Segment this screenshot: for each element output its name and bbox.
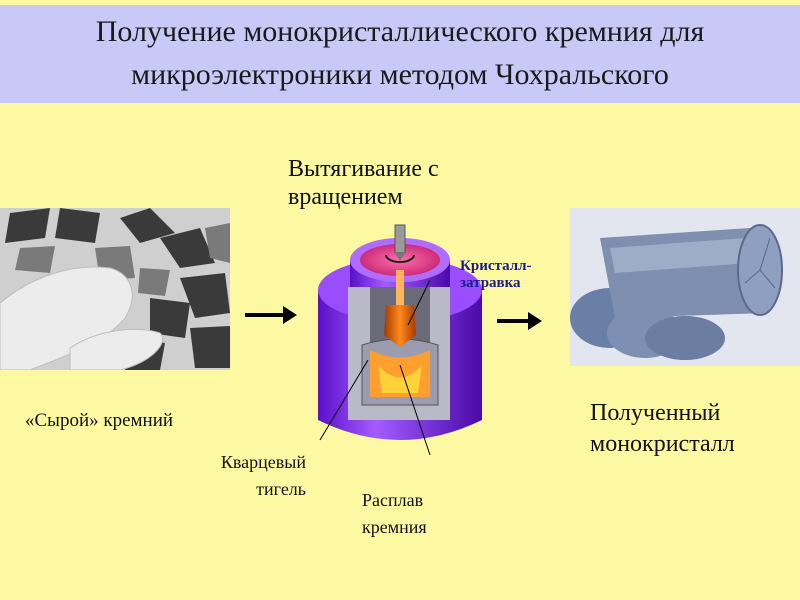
title-band	[0, 5, 800, 103]
czochralski-furnace-diagram	[318, 224, 482, 455]
slide-title: Получение монокристаллического кремния д…	[95, 15, 705, 91]
arrow-left	[245, 306, 297, 324]
single-crystal-photo	[570, 208, 800, 366]
raw-silicon-photo	[0, 208, 230, 370]
label-pulling-rotation: Вытягивание с вращением	[288, 156, 439, 210]
arrow-right	[497, 312, 542, 330]
label-raw-silicon: «Сырой» кремний	[25, 410, 174, 431]
label-single-crystal: Полученный монокристалл	[590, 400, 735, 457]
label-quartz-crucible: Кварцевый тигель	[220, 452, 306, 499]
label-seed-crystal: Кристалл- затравка	[460, 258, 532, 291]
label-silicon-melt: Расплав кремния	[362, 490, 427, 537]
